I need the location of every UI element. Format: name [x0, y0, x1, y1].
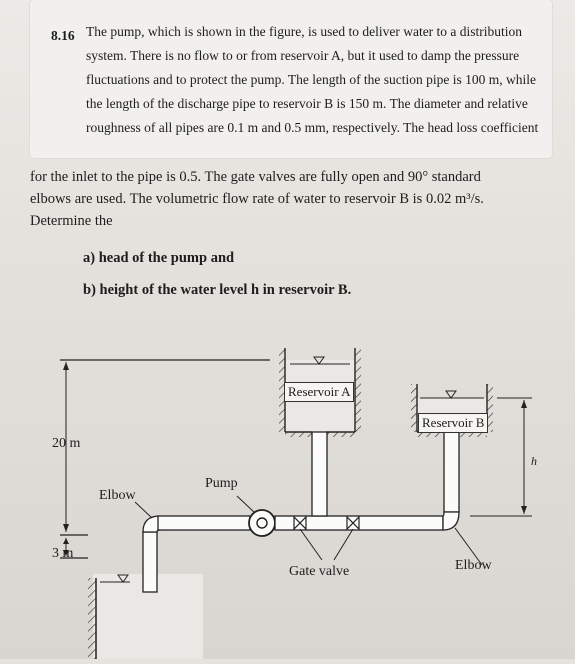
statement-line: fluctuations and to protect the pump. Th…: [86, 72, 537, 87]
reservoir-a-wall-left-hatch: [279, 348, 285, 432]
problem-number: 8.16: [51, 28, 75, 43]
dim-arrow-up: [63, 538, 69, 544]
dim-arrow-down: [521, 506, 527, 514]
dim-arrow-down: [63, 550, 69, 556]
water-level-symbol: [313, 356, 325, 365]
figure-drawing: [60, 348, 532, 659]
statement-line: roughness of all pipes are 0.1 m and 0.5…: [86, 120, 539, 135]
problem-statement-boxed: The pump, which is shown in the figure, …: [86, 20, 538, 140]
dim-arrow-up: [63, 362, 69, 370]
gate-valve-label: Gate valve: [289, 564, 350, 579]
pump-impeller: [256, 517, 268, 529]
statement-line: The pump, which is shown in the figure, …: [86, 24, 523, 39]
water-level-symbol: [445, 390, 457, 399]
reservoir-a-bottom-hatch: [285, 432, 312, 437]
elbow-right: [442, 511, 460, 531]
problem-statement-continued: for the inlet to the pipe is 0.5. The ga…: [30, 166, 566, 232]
height-20m-label: 20 m: [52, 436, 81, 451]
reservoir-b-wall-right-hatch: [487, 384, 493, 432]
dim-arrow-up: [521, 400, 527, 408]
suction-pipe-horizontal: [157, 515, 251, 531]
reservoir-b-wall-left-hatch: [411, 384, 417, 432]
reservoir-a-wall-right-hatch: [355, 348, 361, 432]
suction-pipe-vertical: [142, 531, 158, 593]
reservoir-b-pipe: [443, 431, 460, 513]
gate-valve-leader: [299, 528, 323, 561]
supply-reservoir-hatch: [88, 578, 96, 659]
pump-system-figure: Reservoir A Reservoir B 20 m 3 m Elbow P…: [0, 320, 575, 659]
statement-line: for the inlet to the pipe is 0.5. The ga…: [30, 169, 481, 185]
gate-valve-1: [293, 515, 307, 531]
elbow-right-leader: [454, 527, 483, 566]
pump-label: Pump: [205, 476, 238, 491]
statement-line: system. There is no flow to or from rese…: [86, 48, 520, 63]
task-a: a) head of the pump and: [83, 250, 235, 266]
task-b: b) height of the water level h in reserv…: [83, 282, 352, 298]
reservoir-b-bottom-hatch: [417, 432, 444, 437]
statement-line: elbows are used. The volumetric flow rat…: [30, 191, 484, 207]
elbow-left-label: Elbow: [99, 488, 136, 503]
highlighted-paragraph: [30, 0, 552, 158]
reservoir-b-bottom-hatch: [459, 432, 487, 437]
reservoir-b-label: Reservoir B: [418, 413, 489, 433]
reservoir-a-bottom-hatch: [327, 432, 355, 437]
elbow-right-label: Elbow: [455, 558, 492, 573]
elbow-left-leader: [134, 501, 153, 519]
pump-leader: [236, 495, 256, 514]
gate-valve-2: [346, 515, 360, 531]
reservoir-a-label: Reservoir A: [284, 382, 355, 402]
water-level-symbol: [117, 574, 129, 583]
statement-line: Determine the: [30, 213, 113, 229]
dim-arrow-down: [63, 524, 69, 532]
h-label: h: [531, 454, 537, 468]
height-3m-label: 3 m: [52, 546, 74, 561]
gate-valve-leader: [333, 528, 354, 561]
statement-line: the length of the discharge pipe to rese…: [86, 96, 528, 111]
reservoir-a-pipe: [311, 431, 328, 517]
